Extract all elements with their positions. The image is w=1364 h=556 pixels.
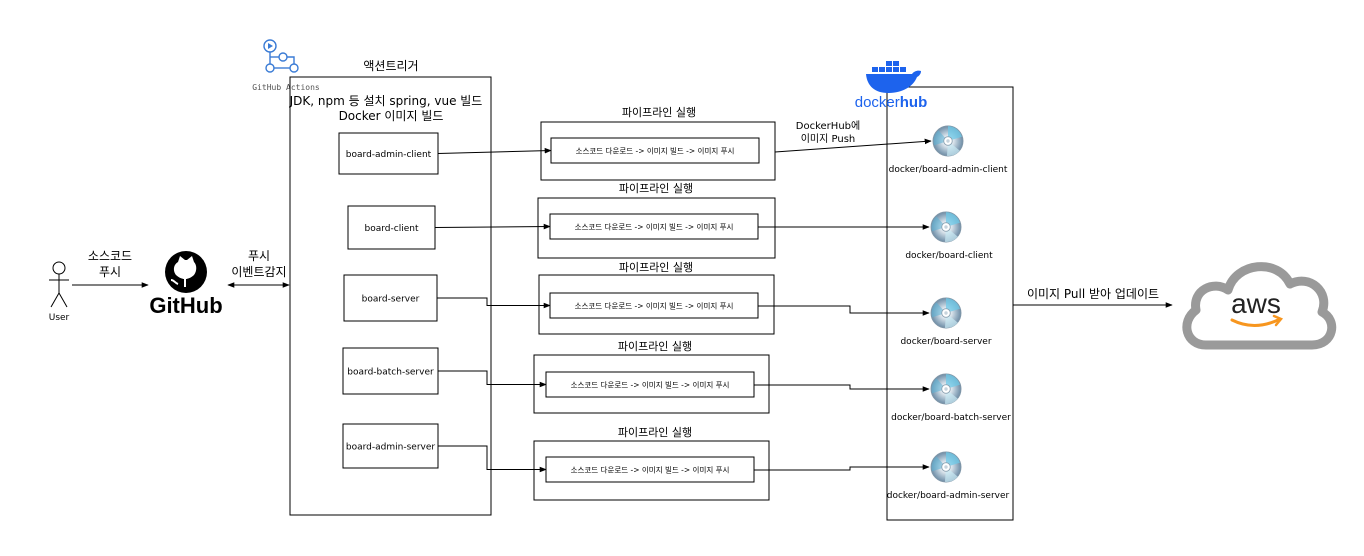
user-label: User xyxy=(49,313,70,323)
module-label: board-admin-client xyxy=(346,150,432,160)
deploy-label: 이미지 Pull 받아 업데이트 xyxy=(1027,287,1159,301)
pipeline-steps: 소스코드 다운로드 -> 이미지 빌드 -> 이미지 푸시 xyxy=(576,146,735,156)
docker-image-icon xyxy=(930,451,962,483)
dockerhub-wordmark-hub: hub xyxy=(900,94,928,111)
trigger-arrow xyxy=(437,297,551,309)
pipeline-title: 파이프라인 실행 xyxy=(622,106,696,119)
aws-logo: aws xyxy=(1182,262,1337,350)
push-image-arrow xyxy=(754,464,930,471)
pipeline-box xyxy=(538,274,775,335)
actions-trigger-container xyxy=(289,76,492,516)
pipeline-steps-box xyxy=(550,137,760,164)
dockerhub-push-label-line1: DockerHub에 xyxy=(796,120,860,132)
dockerhub-push-label-line2: 이미지 Push xyxy=(801,133,856,145)
pipeline-title: 파이프라인 실행 xyxy=(618,340,692,353)
pipeline-steps-box xyxy=(545,456,755,483)
github-actions-caption: GitHub Actions xyxy=(252,83,320,92)
event-label-line2: 이벤트감지 xyxy=(231,265,286,279)
module-box xyxy=(347,205,436,250)
trigger-title: 액션트리거 xyxy=(363,59,418,73)
pipeline-box xyxy=(540,121,776,181)
pipeline-steps-box xyxy=(549,213,759,240)
push-image-arrow xyxy=(774,138,932,153)
pipeline-box xyxy=(533,354,770,414)
module-label: board-server xyxy=(362,295,420,305)
user-icon xyxy=(49,261,69,308)
github-octocat-icon xyxy=(165,251,207,293)
aws-smile-icon xyxy=(1230,318,1280,327)
dockerhub-wordmark: dockerhub xyxy=(855,94,928,111)
docker-image-label: docker/board-server xyxy=(900,337,991,347)
push-label-line1: 소스코드 xyxy=(88,249,132,263)
docker-image-icon xyxy=(930,211,962,243)
github-logo: GitHub xyxy=(149,251,223,318)
dockerhub-container xyxy=(886,86,1014,521)
pipeline-title: 파이프라인 실행 xyxy=(619,182,693,195)
docker-image-icon xyxy=(930,297,962,329)
docker-image-label: docker/board-client xyxy=(905,251,993,261)
docker-whale-icon xyxy=(866,61,921,93)
event-label-line1: 푸시 xyxy=(248,249,270,263)
dockerhub-wordmark-docker: docker xyxy=(855,94,900,111)
module-box xyxy=(342,423,439,469)
module-label: board-batch-server xyxy=(347,368,434,378)
push-image-arrow xyxy=(758,305,930,316)
pipeline-title: 파이프라인 실행 xyxy=(618,426,692,439)
docker-image-icon xyxy=(932,125,964,157)
trigger-arrow xyxy=(437,147,552,154)
docker-image-icon xyxy=(930,373,962,405)
user-actor: User xyxy=(49,261,70,323)
pipeline-steps: 소스코드 다운로드 -> 이미지 빌드 -> 이미지 푸시 xyxy=(575,222,734,232)
pipeline-title: 파이프라인 실행 xyxy=(619,261,693,274)
aws-cloud-icon xyxy=(1182,262,1337,350)
trigger-arrow xyxy=(438,370,547,388)
push-image-arrow xyxy=(754,384,930,392)
trigger-arrow xyxy=(434,223,551,230)
push-label-line2: 푸시 xyxy=(99,265,121,279)
github-wordmark: GitHub xyxy=(149,293,222,318)
trigger-description-line2: Docker 이미지 빌드 xyxy=(339,109,444,123)
docker-image-label: docker/board-batch-server xyxy=(891,413,1011,423)
module-label: board-admin-server xyxy=(346,443,435,453)
aws-wordmark: aws xyxy=(1231,288,1281,319)
module-box xyxy=(343,274,438,322)
pipeline-steps: 소스코드 다운로드 -> 이미지 빌드 -> 이미지 푸시 xyxy=(571,380,730,390)
pipeline-steps-box xyxy=(549,292,759,319)
pipeline-steps: 소스코드 다운로드 -> 이미지 빌드 -> 이미지 푸시 xyxy=(571,465,730,475)
module-label: board-client xyxy=(365,224,419,234)
github-actions-icon xyxy=(263,39,299,73)
pipeline-steps-box xyxy=(545,371,755,398)
pipeline-steps: 소스코드 다운로드 -> 이미지 빌드 -> 이미지 푸시 xyxy=(575,301,734,311)
docker-image-label: docker/board-admin-client xyxy=(889,165,1008,175)
trigger-description-line1: JDK, npm 등 설치 spring, vue 빌드 xyxy=(289,94,483,108)
pipeline-box xyxy=(537,197,776,259)
docker-image-label: docker/board-admin-server xyxy=(887,491,1010,501)
dockerhub-logo: dockerhub xyxy=(855,61,928,111)
trigger-arrow xyxy=(438,445,547,473)
